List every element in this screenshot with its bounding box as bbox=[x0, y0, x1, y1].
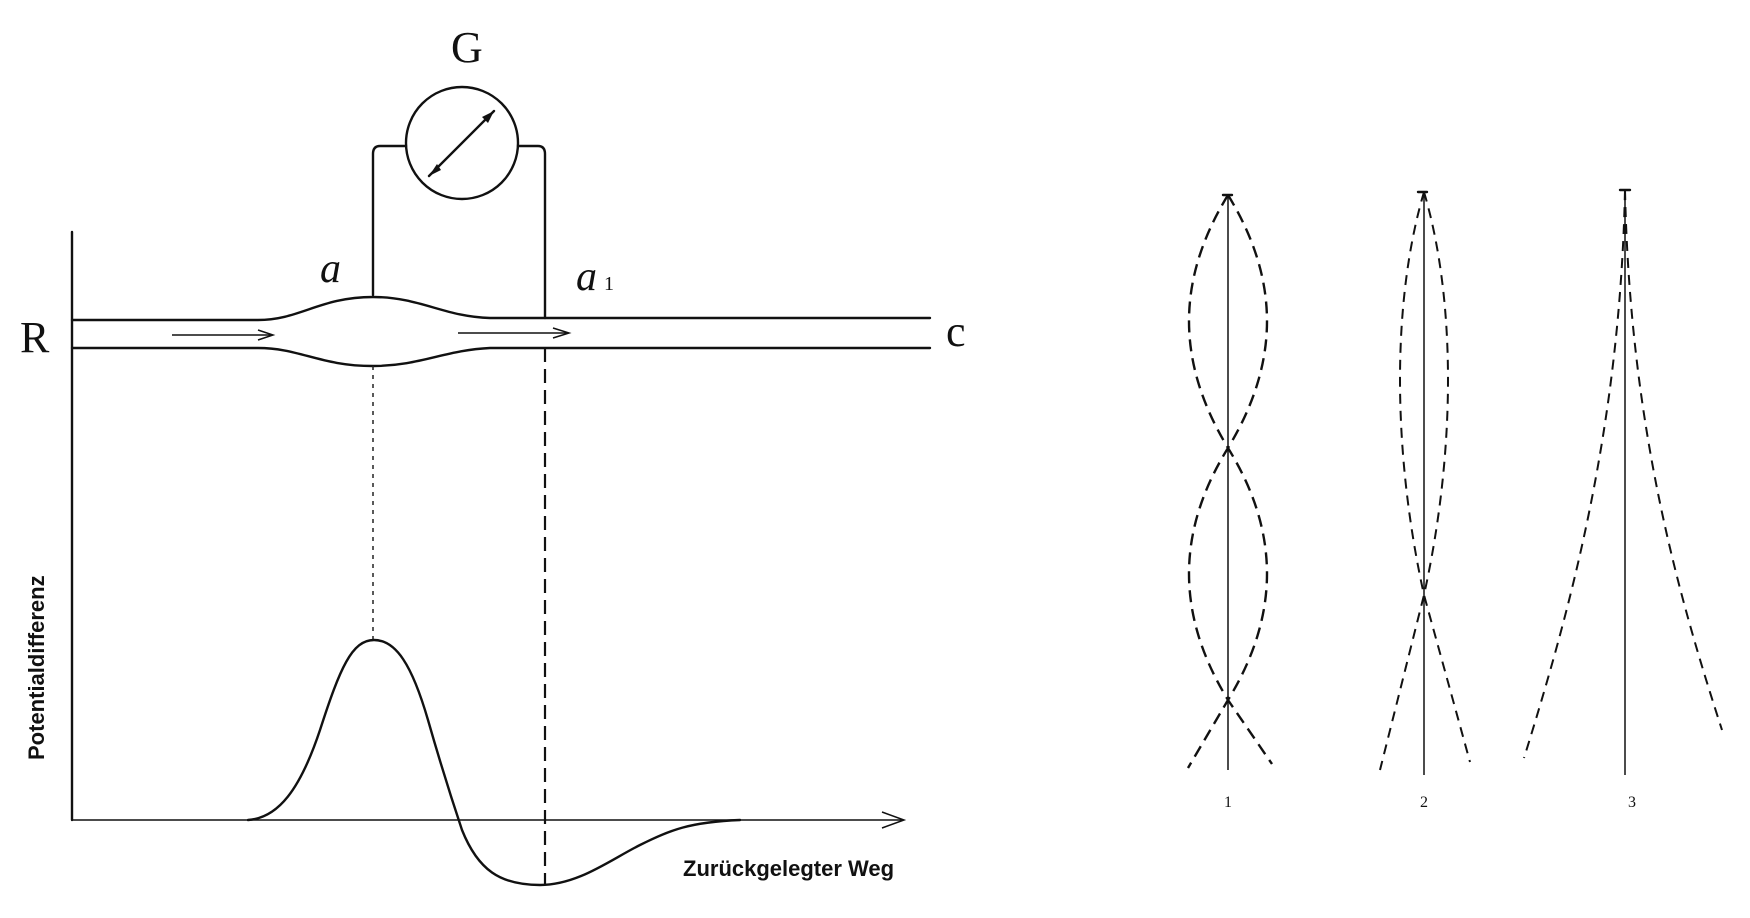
mode-3-curve-right bbox=[1624, 189, 1723, 731]
nerve-potential-figure: G R c a a 1 Potentialdifferenz Zur bbox=[20, 23, 966, 887]
svg-text:1: 1 bbox=[604, 273, 614, 295]
mode-3-curve-left bbox=[1523, 189, 1626, 759]
nerve-upper-edge bbox=[70, 295, 932, 322]
nerve-left-end-label: R bbox=[20, 313, 50, 362]
mode-2-label: 2 bbox=[1420, 794, 1428, 811]
potential-curve bbox=[246, 638, 742, 887]
lead-wire-right bbox=[516, 144, 547, 320]
galvanometer-dial bbox=[404, 85, 520, 201]
string-vibration-modes: 1 2 3 bbox=[1186, 188, 1723, 811]
mode-3-label: 3 bbox=[1628, 794, 1636, 811]
electrode-a1-label: a 1 bbox=[576, 254, 614, 300]
impulse-direction-arrow-1 bbox=[172, 329, 276, 341]
mode-1-curve-left bbox=[1186, 194, 1230, 769]
electrode-a-label: a bbox=[320, 246, 341, 292]
needle-arrowhead-icon bbox=[482, 111, 494, 123]
mode-1-curve-right bbox=[1226, 194, 1273, 765]
nerve-lower-edge bbox=[70, 346, 932, 368]
galvanometer-needle bbox=[427, 109, 496, 178]
mode-panel-2: 2 bbox=[1379, 190, 1471, 811]
svg-text:a: a bbox=[576, 254, 597, 300]
galvanometer-label: G bbox=[451, 23, 483, 72]
needle-tail-icon bbox=[429, 164, 441, 176]
mode-2-curve-right bbox=[1422, 191, 1471, 763]
mode-panel-1: 1 bbox=[1186, 193, 1273, 811]
nerve-right-end-label: c bbox=[946, 307, 966, 356]
mode-2-curve-left bbox=[1379, 191, 1426, 771]
x-axis-arrowhead-icon bbox=[881, 811, 907, 829]
y-axis-label: Potentialdifferenz bbox=[24, 575, 49, 760]
galvanometer: G bbox=[404, 23, 520, 201]
impulse-direction-arrow-2 bbox=[458, 327, 572, 339]
lead-wire-left bbox=[371, 144, 408, 297]
mode-1-label: 1 bbox=[1224, 794, 1232, 811]
mode-panel-3: 3 bbox=[1523, 188, 1723, 811]
x-axis-label: Zurückgelegter Weg bbox=[683, 856, 894, 881]
